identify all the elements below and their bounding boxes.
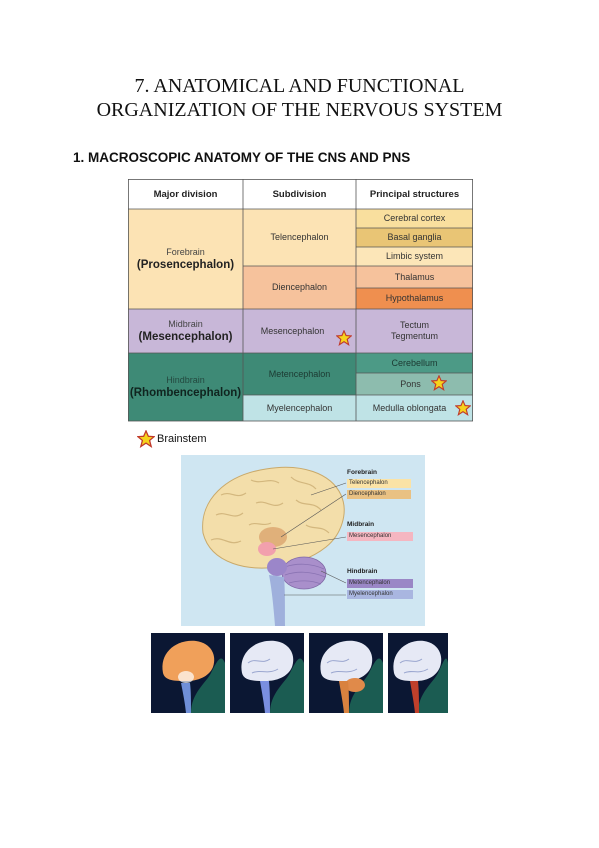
header-principal-structures: Principal structures bbox=[356, 179, 473, 209]
scan-midbrain-image bbox=[230, 633, 304, 713]
structure-hypothalamus: Hypothalamus bbox=[356, 288, 473, 309]
brainstem-star-icon bbox=[455, 400, 471, 416]
scan-spinal-cord-image bbox=[388, 633, 448, 713]
header-major-division: Major division bbox=[128, 179, 243, 209]
structure-cerebral-cortex: Cerebral cortex bbox=[356, 209, 473, 228]
brainstem-legend: Brainstem bbox=[137, 430, 207, 448]
hindbrain-label: Hindbrain bbox=[166, 374, 205, 385]
scan-hindbrain-image bbox=[309, 633, 383, 713]
subdivision-metencephalon: Metencephalon bbox=[243, 353, 356, 395]
midbrain-label: Midbrain bbox=[168, 318, 203, 329]
division-forebrain: Forebrain (Prosencephalon) bbox=[128, 209, 243, 309]
title-line-1: 7. ANATOMICAL AND FUNCTIONAL bbox=[134, 75, 465, 97]
structure-tectum: Tectum bbox=[399, 320, 429, 330]
brain-drawing bbox=[202, 466, 347, 626]
mesencephalon-division-label: (Mesencephalon) bbox=[138, 330, 233, 343]
scan-forebrain-image bbox=[151, 633, 225, 713]
prosencephalon-label: (Prosencephalon) bbox=[136, 258, 235, 271]
rhombencephalon-label: (Rhombencephalon) bbox=[129, 386, 242, 399]
structure-pons: Pons bbox=[356, 373, 473, 395]
brainstem-legend-label: Brainstem bbox=[157, 433, 207, 445]
brainstem-star-icon bbox=[431, 375, 447, 391]
structure-tectum-tegmentum: Tectum Tegmentum bbox=[356, 309, 473, 353]
subdivision-myelencephalon: Myelencephalon bbox=[243, 395, 356, 421]
structure-cerebellum: Cerebellum bbox=[356, 353, 473, 373]
brain-label-myelencephalon: Myelencephalon bbox=[347, 590, 413, 599]
brainstem-star-icon bbox=[137, 430, 155, 448]
brain-regions-illustration: Forebrain Telencephalon Diencephalon Mid… bbox=[181, 455, 425, 626]
pons-label: Pons bbox=[400, 378, 421, 389]
brain-label-hindbrain: Hindbrain bbox=[347, 568, 378, 575]
structure-basal-ganglia: Basal ganglia bbox=[356, 228, 473, 247]
brain-label-midbrain: Midbrain bbox=[347, 521, 375, 528]
medulla-label: Medulla oblongata bbox=[372, 402, 447, 413]
page-title: 7. ANATOMICAL AND FUNCTIONAL ORGANIZATIO… bbox=[0, 74, 599, 122]
structure-thalamus: Thalamus bbox=[356, 266, 473, 288]
division-hindbrain: Hindbrain (Rhombencephalon) bbox=[128, 353, 243, 421]
brainstem-star-icon bbox=[336, 330, 352, 346]
brain-label-telencephalon: Telencephalon bbox=[347, 479, 411, 488]
brain-label-forebrain: Forebrain bbox=[347, 469, 377, 476]
subdivision-telencephalon: Telencephalon bbox=[243, 209, 356, 266]
structure-tegmentum: Tegmentum bbox=[390, 331, 439, 341]
brain-label-mesencephalon: Mesencephalon bbox=[347, 532, 413, 541]
brain-label-diencephalon: Diencephalon bbox=[347, 490, 411, 499]
brain-division-table: Major division Subdivision Principal str… bbox=[128, 179, 473, 426]
mesencephalon-label: Mesencephalon bbox=[260, 325, 325, 336]
header-subdivision: Subdivision bbox=[243, 179, 356, 209]
section-heading: 1. MACROSCOPIC ANATOMY OF THE CNS AND PN… bbox=[73, 150, 411, 165]
division-midbrain: Midbrain (Mesencephalon) bbox=[128, 309, 243, 353]
brain-label-metencephalon: Metencephalon bbox=[347, 579, 413, 588]
title-line-2: ORGANIZATION OF THE NERVOUS SYSTEM bbox=[96, 99, 503, 121]
subdivision-diencephalon: Diencephalon bbox=[243, 266, 356, 309]
forebrain-label: Forebrain bbox=[166, 246, 205, 257]
structure-limbic-system: Limbic system bbox=[356, 247, 473, 266]
